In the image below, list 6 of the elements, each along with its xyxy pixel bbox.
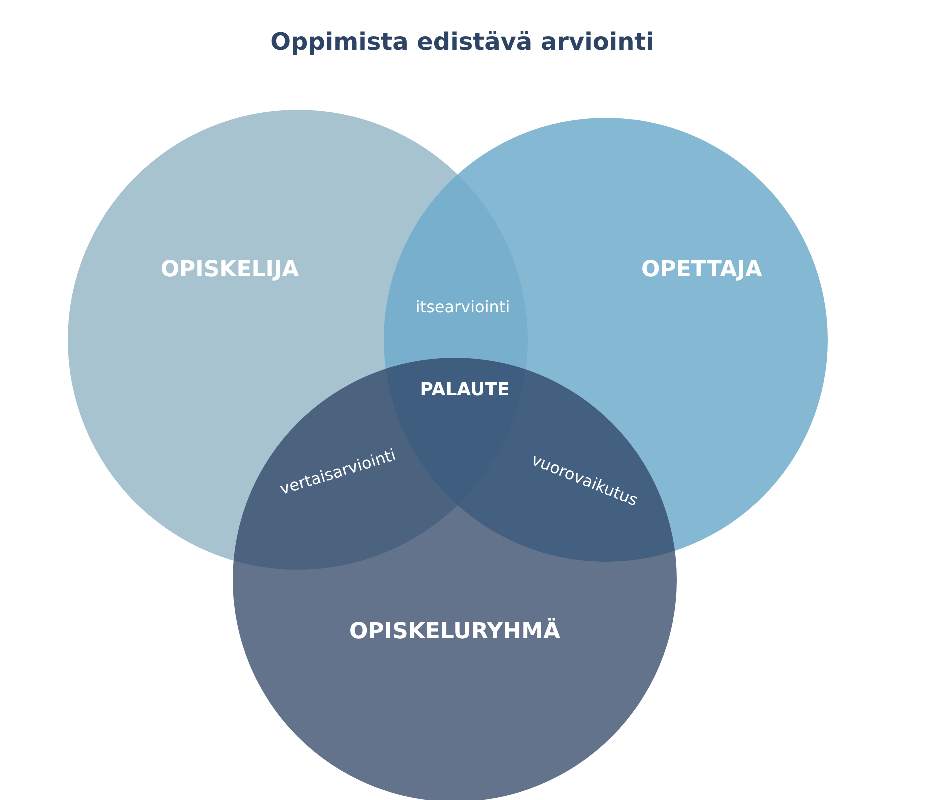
overlap-label: PALAUTE [420, 380, 510, 400]
set-label: OPETTAJA [642, 258, 762, 282]
overlap-label: itsearviointi [416, 298, 510, 316]
set-label: OPISKELURYHMÄ [349, 620, 561, 644]
diagram-title: Oppimista edistävä arviointi [270, 28, 656, 56]
set-label: OPISKELIJA [160, 258, 300, 282]
